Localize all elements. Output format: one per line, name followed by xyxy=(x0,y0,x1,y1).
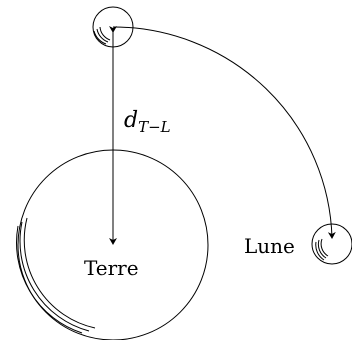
distance-symbol: d xyxy=(124,108,138,133)
moon-shading-3 xyxy=(315,241,325,261)
moon-shading-2 xyxy=(317,239,327,259)
earth xyxy=(16,149,209,340)
moon-shading-1 xyxy=(320,238,329,257)
moon-top-shading-2 xyxy=(96,28,109,43)
earth-label: Terre xyxy=(84,256,139,280)
distance-label: dT−L xyxy=(124,108,171,136)
orbit-arc xyxy=(112,26,336,239)
moon-circle xyxy=(311,223,352,265)
moon xyxy=(311,223,352,265)
earth-shading-arc-3 xyxy=(16,225,83,334)
earth-shading-arc-1 xyxy=(23,217,96,329)
earth-shading-arc-2 xyxy=(19,221,90,332)
moon-top-shading-3 xyxy=(93,30,107,45)
moon-label: Lune xyxy=(244,234,295,258)
distance-subscript: T−L xyxy=(138,118,171,136)
